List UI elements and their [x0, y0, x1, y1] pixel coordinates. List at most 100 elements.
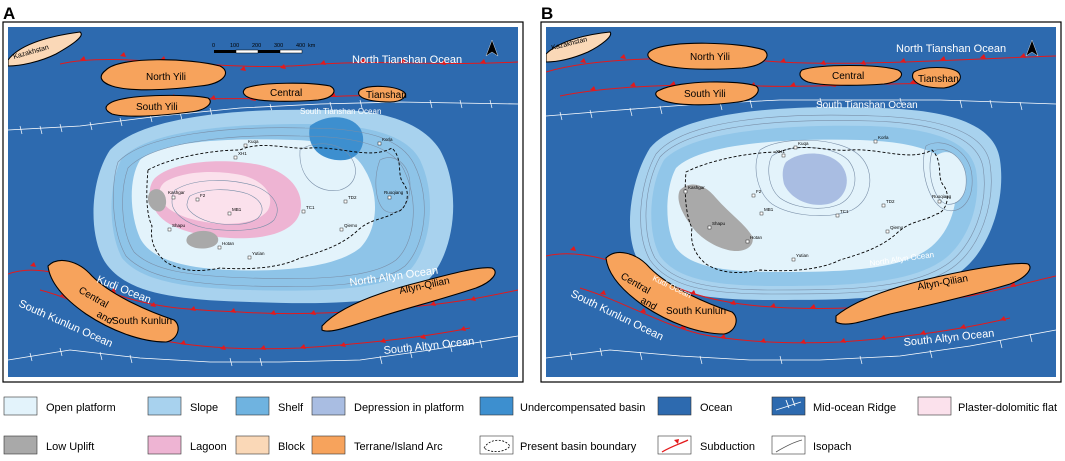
panel-a-north-yili-terrane [100, 59, 226, 91]
panel-a-central-south-kunlun-terrane [47, 260, 179, 343]
panel-a-scale-bar: 0 100 200 300 400 km [212, 43, 316, 54]
panel-b-kazakhstan-block [546, 31, 612, 63]
site-mb1: MB1 [764, 207, 774, 212]
panel-a-kazakhstan-block [8, 31, 82, 67]
site-shapu: Shapu [712, 221, 726, 226]
panel-b-north-arrow-icon [1025, 39, 1039, 57]
legend-label: Lagoon [190, 441, 227, 453]
site-kuqa: Kuqa [798, 141, 809, 146]
panel-b-map: Kuqa Korla XH1 Kashgar F2 MB1 TC1 TD2 Ru… [540, 21, 1062, 383]
site-kashgar: Kashgar [688, 185, 705, 190]
panel-a-south-tianshan-ocean-label: South Tianshan Ocean [300, 107, 381, 116]
site-yutian: Yutian [796, 253, 809, 258]
legend-item-mid-ocean-ridge: Mid-ocean Ridge [771, 396, 896, 416]
legend-label: Plaster-dolomitic flat [958, 402, 1057, 414]
site-xh1: XH1 [776, 149, 785, 154]
panel-a-low-uplift-south [186, 230, 219, 249]
panel-a-site-labels: Kuqa Korla XH1 Kashgar F2 MB1 TC1 TD2 Ru… [168, 137, 404, 256]
legend-label: Slope [190, 402, 218, 414]
legend-label: Low Uplift [46, 441, 94, 453]
panel-b-mid-ocean-ridges [546, 97, 1056, 365]
legend-item-terrane-island-arc: Terrane/Island Arc [311, 435, 443, 455]
legend-item-block: Block [235, 435, 305, 455]
panel-a-south-kunlun-label: South Kunlun [112, 316, 172, 327]
site-td2: TD2 [348, 195, 357, 200]
site-hotan: Hotan [222, 241, 235, 246]
scale-unit: km [308, 43, 316, 49]
legend-label: Ocean [700, 402, 732, 414]
scale-tick-100: 100 [230, 43, 239, 49]
legend-label: Open platform [46, 402, 116, 414]
legend-label: Terrane/Island Arc [354, 441, 443, 453]
scale-tick-200: 200 [252, 43, 261, 49]
legend-label: Isopach [813, 441, 852, 453]
site-kashgar: Kashgar [168, 190, 185, 195]
site-korla: Korla [382, 137, 393, 142]
legend-label: Shelf [278, 402, 304, 414]
legend-item-subduction: Subduction [657, 435, 755, 455]
legend-item-ocean: Ocean [657, 396, 732, 416]
panel-b-present-basin-boundary [684, 147, 948, 273]
panel-a-undercompensated-basin [309, 117, 364, 161]
panel-a-tianshan-label: Tianshan [366, 90, 407, 101]
site-td2: TD2 [886, 199, 895, 204]
site-f2: F2 [200, 193, 206, 198]
panel-b-south-kunlun-label: South Kunlun [666, 306, 726, 317]
panel-a-terranes [8, 31, 496, 343]
panel-b-north-yili-label: North Yili [690, 52, 730, 63]
panel-a-letter: A [3, 4, 15, 23]
panel-a-mid-ocean-ridges [8, 99, 518, 367]
site-kuqa: Kuqa [248, 139, 259, 144]
legend-item-undercompensated-basin: Undercompensated basin [479, 396, 645, 416]
panel-b-site-markers [683, 139, 942, 262]
site-tc1: TC1 [840, 209, 849, 214]
legend-label: Block [278, 441, 305, 453]
site-ruoqiang: Ruoqiang [384, 190, 404, 195]
site-f2: F2 [756, 189, 762, 194]
panel-b-tianshan-label: Tianshan [918, 74, 959, 85]
legend-label: Subduction [700, 441, 755, 453]
panel-a-south-yili-label: South Yili [136, 102, 178, 113]
panel-b-terranes [546, 31, 1031, 335]
panel-b-letter: B [541, 4, 553, 23]
panel-b-south-yili-label: South Yili [684, 89, 726, 100]
scale-tick-400: 400 [296, 43, 305, 49]
site-qiemo: Qiemo [890, 225, 904, 230]
panel-b-south-tianshan-ocean-label: South Tianshan Ocean [816, 100, 918, 111]
panel-a-basin [93, 109, 454, 304]
panel-a-map: Kuqa Korla XH1 Kashgar F2 MB1 TC1 TD2 Ru… [2, 21, 524, 383]
panel-a-plaster-dolomitic-flat [159, 172, 271, 224]
site-mb1: MB1 [232, 207, 242, 212]
panel-b-central-label: Central [832, 71, 864, 82]
panel-b-basin [629, 107, 1002, 300]
panel-a-site-markers [167, 141, 392, 260]
panel-b-central-south-kunlun-terrane [605, 252, 737, 335]
panel-b-north-tianshan-ocean-label: North Tianshan Ocean [896, 43, 1006, 55]
legend: Open platform Slope Shelf Depression in … [3, 396, 1057, 455]
panel-a-low-uplift-west [147, 189, 167, 212]
panel-b-eastern-platform [933, 152, 967, 203]
panel-b-north-yili-terrane [647, 42, 768, 70]
site-qiemo: Qiemo [344, 223, 358, 228]
legend-item-lagoon: Lagoon [147, 435, 227, 455]
legend-label: Mid-ocean Ridge [813, 402, 896, 414]
legend-item-low-uplift: Low Uplift [3, 435, 94, 455]
scale-tick-300: 300 [274, 43, 283, 49]
panel-a-north-arrow-icon [485, 39, 499, 57]
panel-b-altyn-qilian-terrane [835, 262, 1031, 325]
panel-a-tianshan-terrane [357, 85, 406, 103]
site-xh1: XH1 [238, 151, 247, 156]
site-korla: Korla [878, 135, 889, 140]
panel-b-tianshan-terrane [911, 66, 961, 89]
panel-a-central-label: Central [270, 88, 302, 99]
panel-b-central-terrane [799, 64, 902, 86]
legend-item-plaster-dolomitic-flat: Plaster-dolomitic flat [917, 396, 1057, 416]
panel-a-central-terrane [242, 82, 335, 102]
panel-a-isopachs [113, 127, 425, 287]
legend-label: Present basin boundary [520, 441, 637, 453]
panel-b-south-yili-terrane [655, 81, 759, 106]
legend-item-isopach: Isopach [771, 435, 852, 455]
legend-item-slope: Slope [147, 396, 218, 416]
legend-item-depression-in-platform: Depression in platform [311, 396, 464, 416]
